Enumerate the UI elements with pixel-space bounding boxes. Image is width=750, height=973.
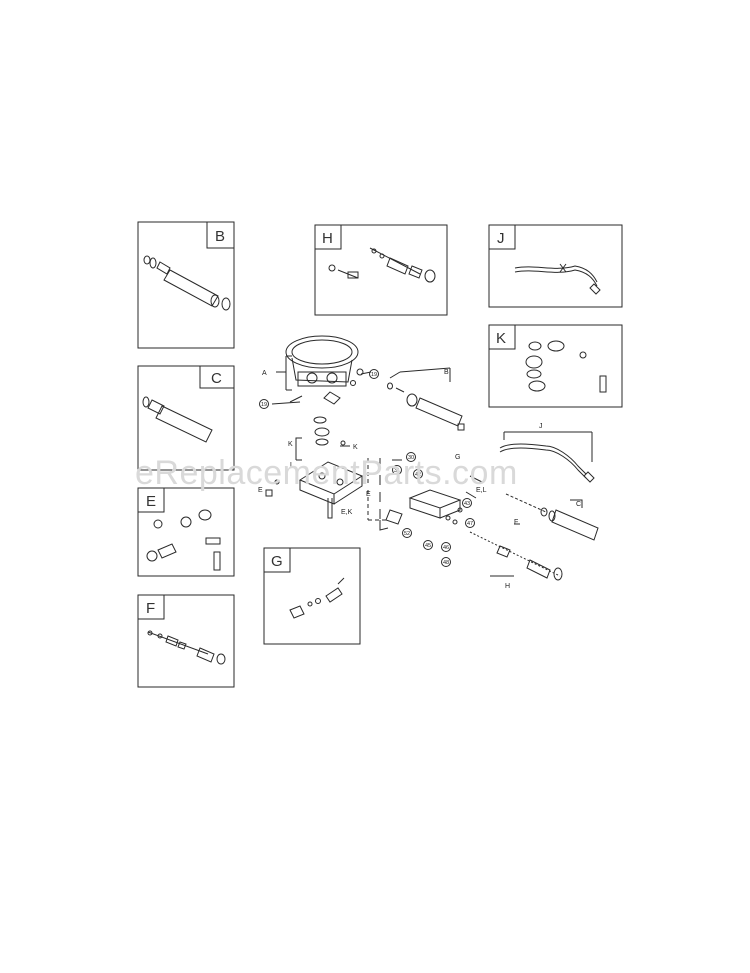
part-number-19a: 19 — [261, 402, 267, 408]
detail-panel-e — [137, 487, 235, 577]
callout-e-k: E,K — [341, 509, 353, 516]
cylinder-b-assembly — [387, 367, 465, 431]
callout-e-small: E — [258, 487, 263, 494]
detail-panel-f — [137, 594, 235, 688]
callout-h: H — [505, 583, 510, 590]
panel-label-h: H — [322, 230, 333, 247]
callout-a: A — [262, 370, 267, 377]
panel-label-j: J — [497, 230, 505, 247]
callout-b: B — [444, 369, 449, 376]
detail-panel-h — [314, 224, 448, 316]
part-number-43: 43 — [464, 501, 470, 507]
part-number-19b: 19 — [371, 372, 377, 378]
callout-c: C — [576, 501, 581, 508]
detail-panel-c — [137, 365, 235, 471]
callout-k-2: K — [353, 444, 358, 451]
valve-manifold-assembly — [259, 369, 599, 581]
callout-l: L — [290, 462, 294, 469]
part-number-42: 42 — [415, 472, 421, 478]
panel-label-k: K — [496, 330, 506, 347]
detail-panel-j — [488, 224, 623, 308]
callout-f: F — [514, 519, 518, 526]
part-number-30: 30 — [408, 455, 414, 461]
watermark: eReplacementParts.com — [135, 454, 518, 492]
callout-k-1: K — [288, 441, 293, 448]
panel-label-f: F — [146, 600, 155, 617]
part-number-45: 45 — [425, 543, 431, 549]
panel-label-c: C — [211, 370, 222, 387]
callout-g: G — [455, 454, 460, 461]
callout-e: E — [366, 491, 371, 498]
part-number-48: 48 — [443, 560, 449, 566]
panel-label-e: E — [146, 493, 156, 510]
detail-panel-g — [263, 547, 361, 645]
part-number-47: 47 — [467, 521, 473, 527]
panel-label-b: B — [215, 228, 225, 245]
part-number-46: 46 — [443, 545, 449, 551]
detail-panel-k — [488, 324, 623, 408]
callout-j: J — [539, 423, 543, 430]
detail-panel-b — [137, 221, 235, 349]
part-number-31: 31 — [394, 468, 400, 474]
pump-main-assembly — [265, 335, 372, 519]
callout-e-l: E,L — [476, 487, 487, 494]
part-number-52: 52 — [404, 531, 410, 537]
panel-label-g: G — [271, 553, 283, 570]
